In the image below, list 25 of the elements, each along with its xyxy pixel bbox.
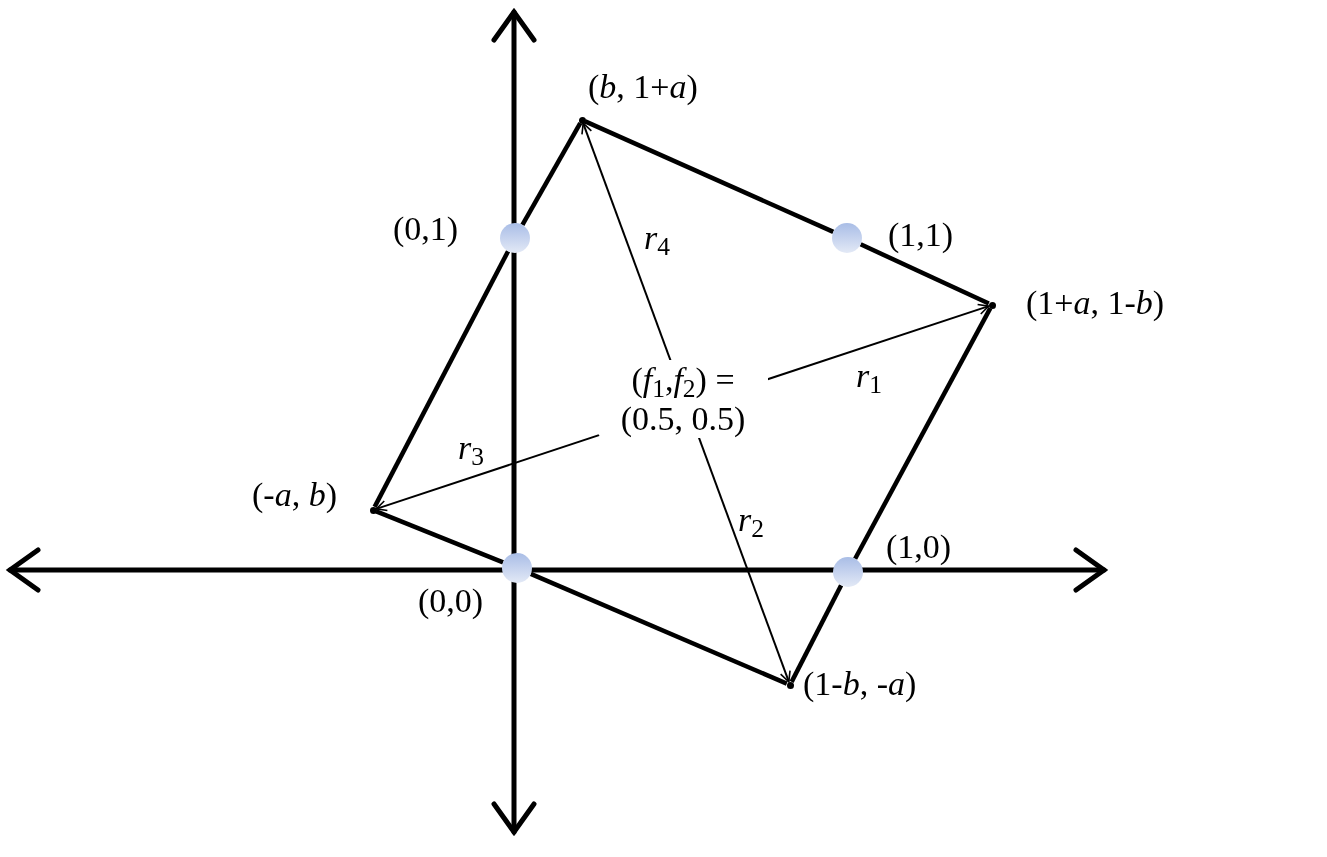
coordinate-label: (1,1) bbox=[888, 218, 954, 252]
side-line bbox=[859, 242, 990, 306]
coordinate-label: (1-b, -a) bbox=[803, 667, 917, 701]
vertex-point bbox=[988, 301, 996, 309]
vector-label: r$_{2}$ bbox=[738, 500, 764, 540]
side-line bbox=[520, 121, 583, 227]
side-line bbox=[529, 571, 788, 686]
coordinate-label: (0,1) bbox=[393, 212, 459, 246]
coordinate-label: (b, 1+a) bbox=[588, 70, 698, 104]
coordinate-label: (0,0) bbox=[418, 584, 484, 618]
side-line bbox=[375, 509, 504, 565]
vertex-point bbox=[369, 506, 377, 514]
center-point-label: (f$_{1}$,f$_{2}$) = (0.5, 0.5) bbox=[598, 360, 768, 439]
coordinate-label: (1+a, 1-b) bbox=[1026, 286, 1165, 320]
coordinate-label: (1,0) bbox=[886, 530, 952, 564]
vertex-point bbox=[578, 116, 586, 124]
side-line bbox=[372, 250, 511, 508]
vector-label: r$_{4}$ bbox=[644, 218, 670, 258]
coordinate-label: (-a, b) bbox=[252, 478, 337, 512]
side-line bbox=[789, 584, 844, 683]
side-line bbox=[853, 307, 993, 560]
vertex-point bbox=[786, 681, 794, 689]
vector-label: r$_{3}$ bbox=[458, 428, 484, 468]
vector-label: r$_{1}$ bbox=[856, 356, 882, 396]
side-line bbox=[584, 119, 835, 234]
